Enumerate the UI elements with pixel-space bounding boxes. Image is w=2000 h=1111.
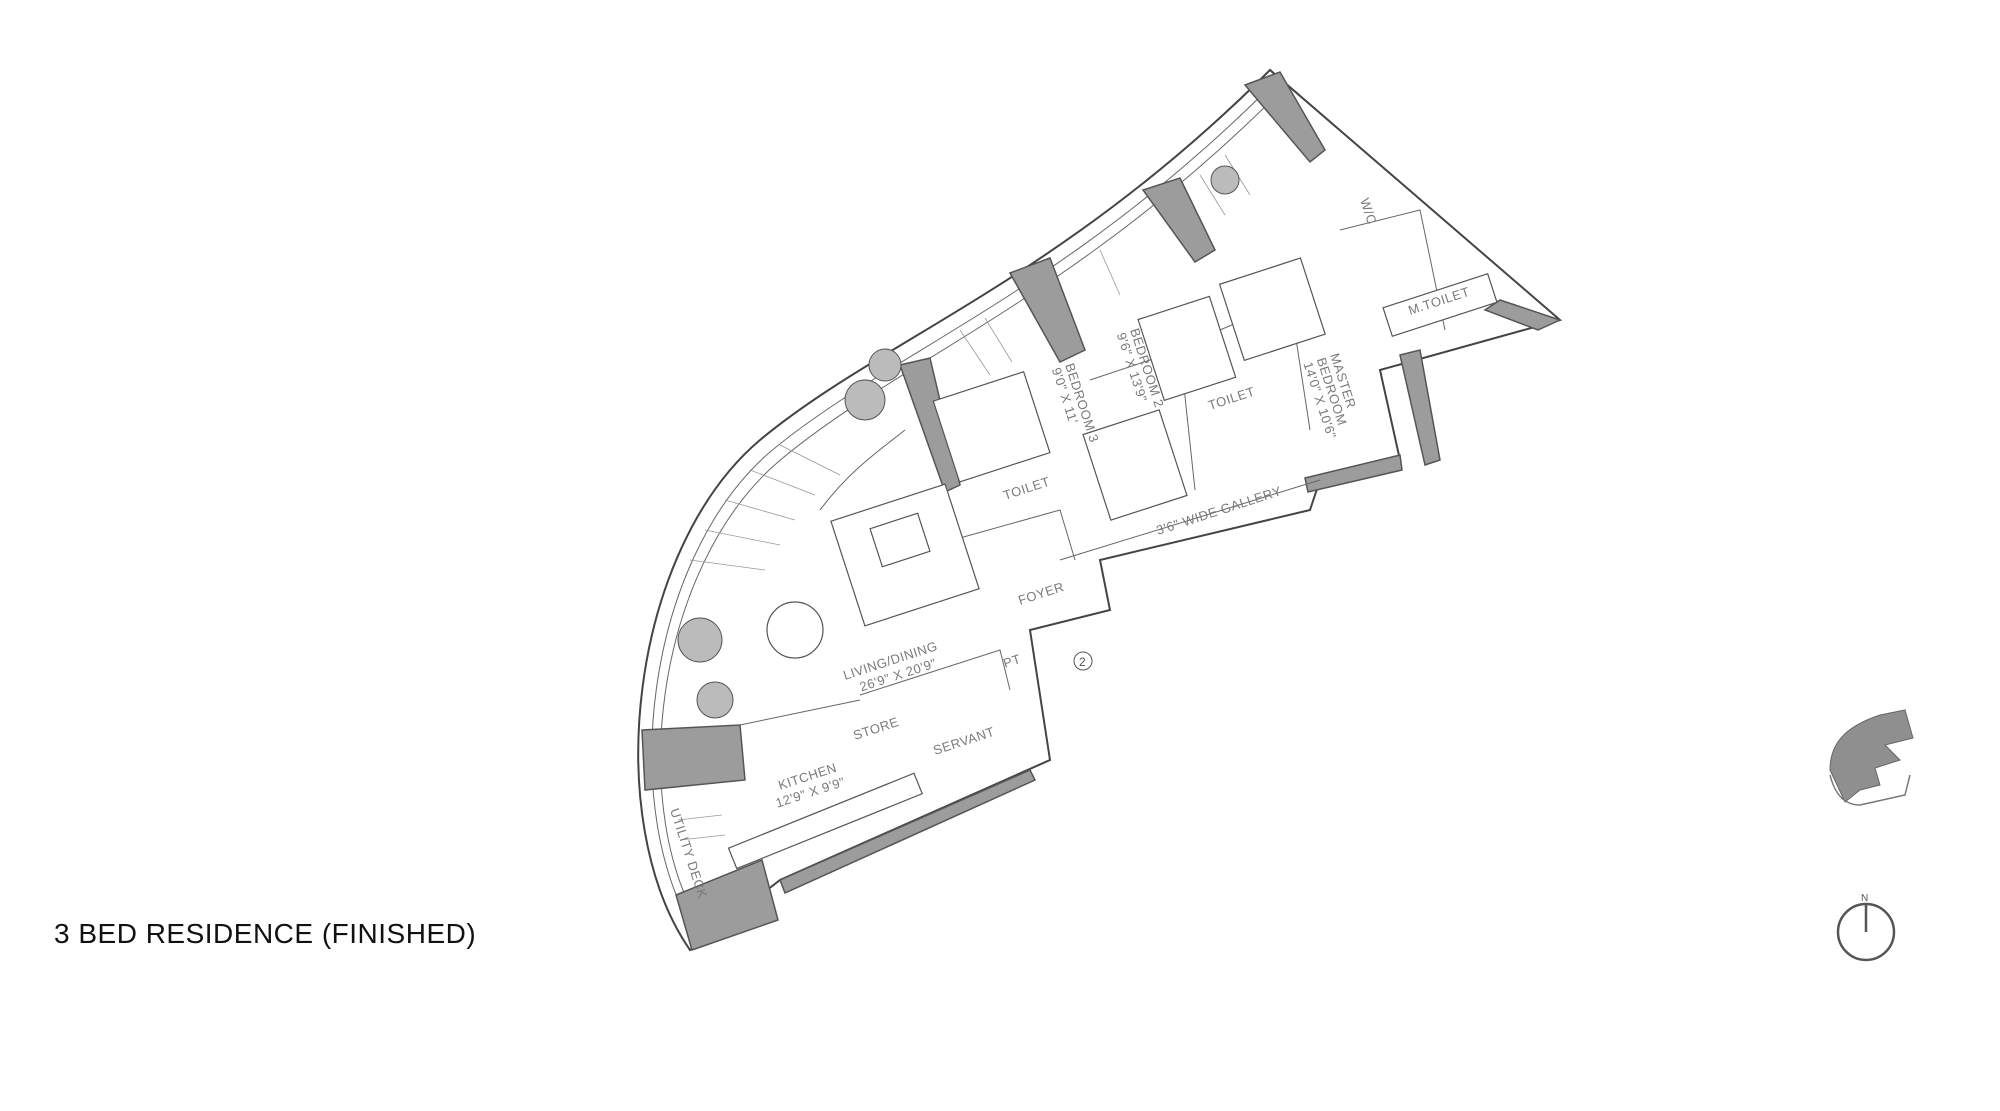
wic-label: W/C (1357, 196, 1380, 226)
store-label: STORE (851, 714, 900, 743)
kitchen-counter (727, 772, 923, 870)
coffee-table (869, 512, 931, 568)
kitchen-label: KITCHEN12'9" X 9'9" (769, 759, 847, 811)
deck-planking (677, 154, 1251, 841)
room-labels: LIVING/DINING26'9" X 20'9" KITCHEN12'9" … (667, 196, 1471, 900)
toilet-label-1: TOILET (1001, 474, 1052, 503)
toilet-label-2: TOILET (1206, 384, 1257, 413)
living-dining-label: LIVING/DINING26'9" X 20'9" (841, 638, 944, 698)
structural-walls (641, 71, 1563, 951)
foyer-label: FOYER (1016, 579, 1066, 608)
vanity (1382, 272, 1498, 338)
furniture (727, 257, 1498, 870)
marker-number: 2 (1079, 655, 1086, 669)
bed-3 (932, 370, 1051, 483)
page-title: 3 BED RESIDENCE (FINISHED) (54, 918, 477, 949)
master-bed (1218, 257, 1326, 362)
dining-table (766, 601, 824, 659)
wardrobe (1082, 409, 1188, 521)
master-bedroom-label: MASTERBEDROOM14'0" X 10'6" (1301, 351, 1367, 440)
planters (677, 165, 1240, 719)
interior-partitions (739, 209, 1446, 726)
utility-deck-label: UTILITY DECK (667, 806, 710, 900)
key-plan-icon (1829, 709, 1914, 806)
north-label: N (1861, 893, 1868, 904)
marker-circle (1073, 651, 1093, 671)
pt-label: PT (1001, 651, 1022, 671)
bedroom3-label: BEDROOM 39'0" X 11' (1049, 361, 1102, 448)
servant-label: SERVANT (931, 724, 996, 758)
building-outline (637, 68, 1563, 952)
bed-2 (1137, 295, 1237, 402)
north-compass-icon: N (1836, 893, 1896, 962)
